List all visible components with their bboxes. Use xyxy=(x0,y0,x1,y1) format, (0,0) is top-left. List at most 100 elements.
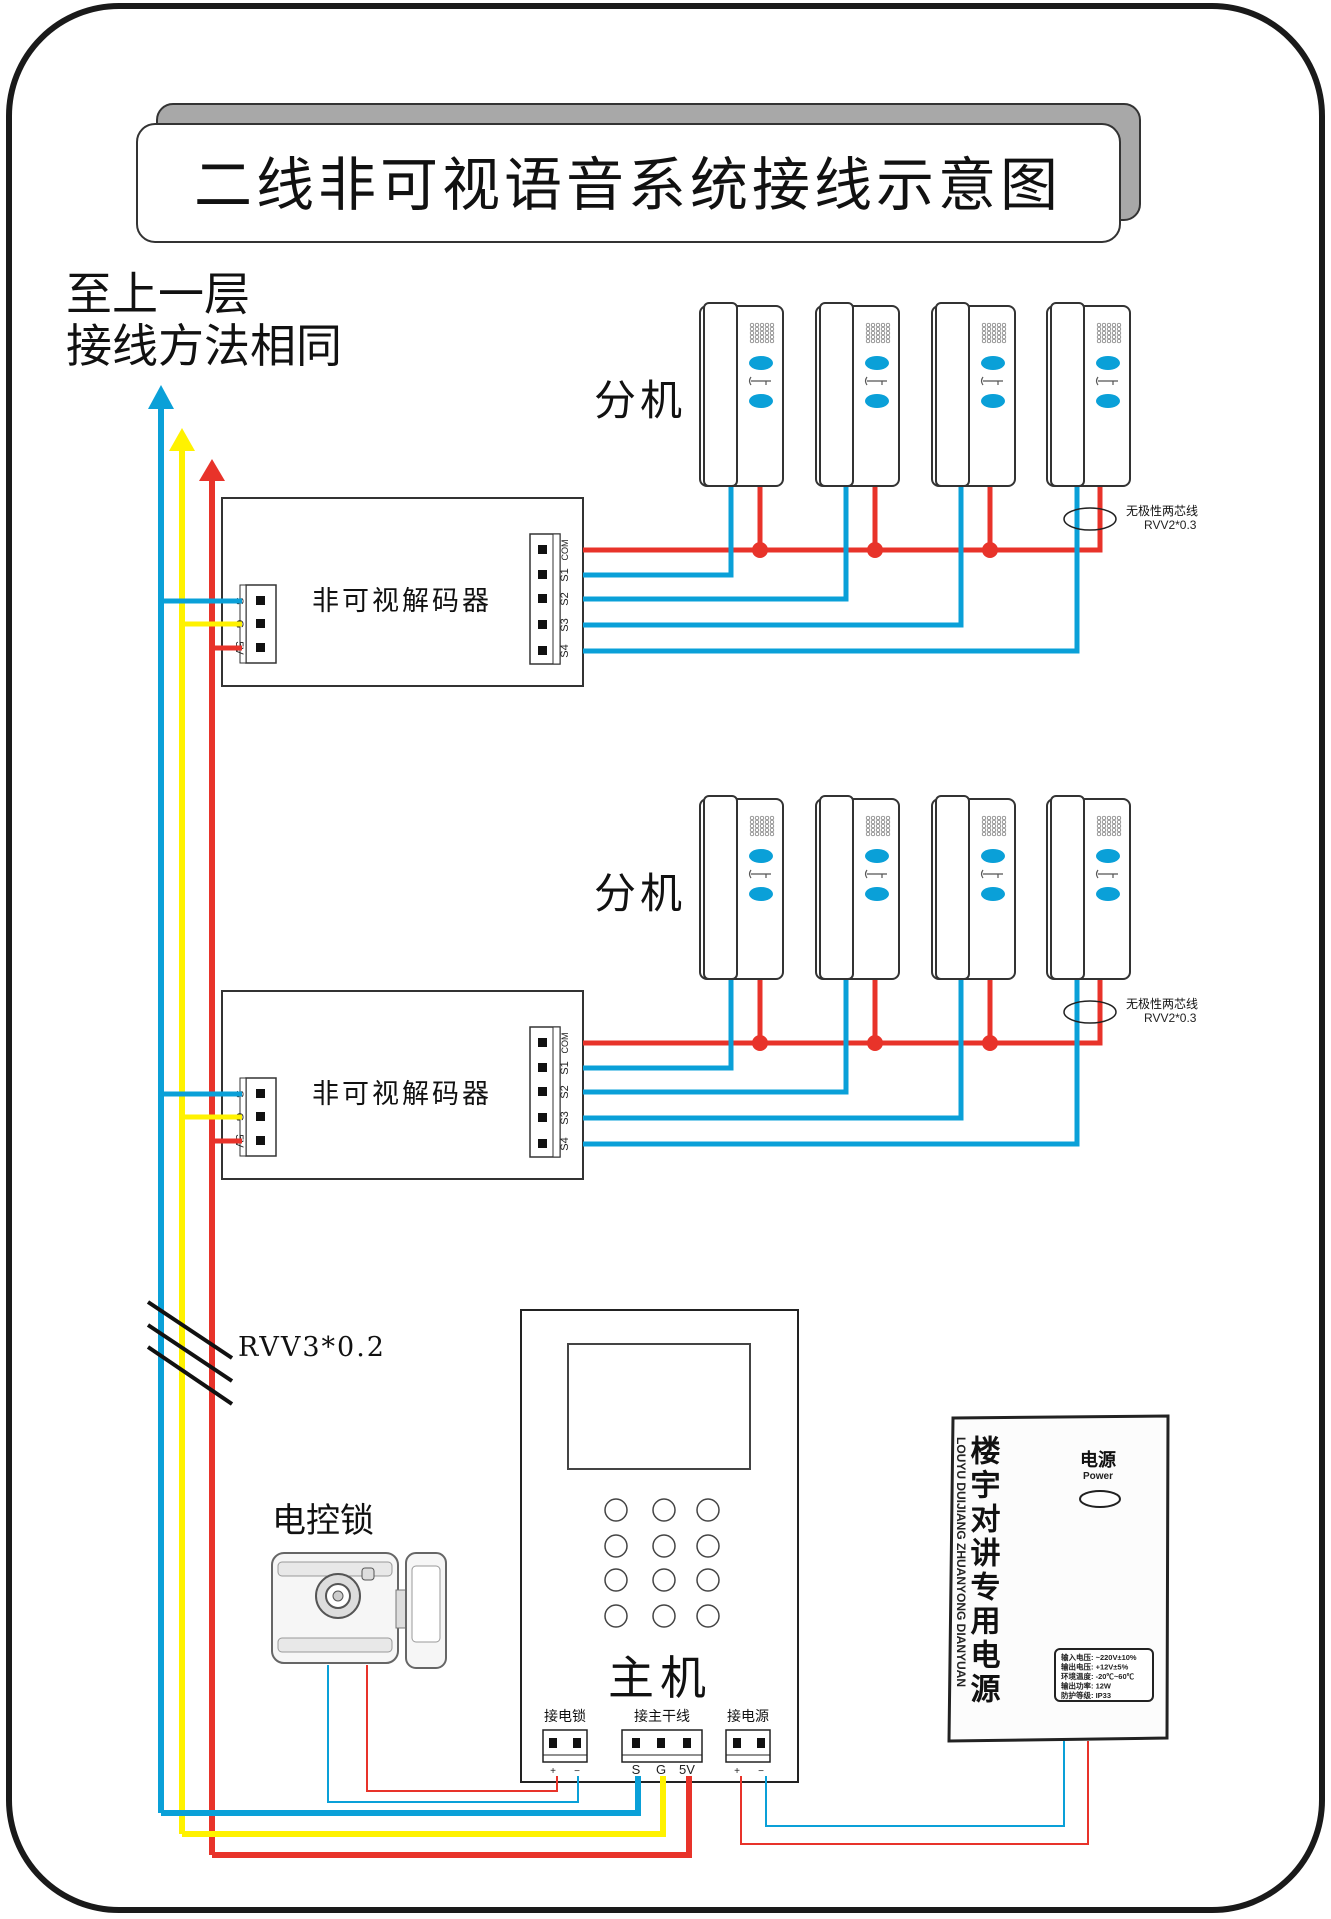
speaker-grille-icon xyxy=(1101,338,1107,344)
keypad-key[interactable] xyxy=(604,1534,628,1558)
cable-note-spec: RVV2*0.3 xyxy=(1144,518,1197,532)
speaker-grille-icon xyxy=(1111,334,1117,340)
talk-button xyxy=(981,887,1005,901)
keypad-key[interactable] xyxy=(696,1568,720,1592)
lock-label: 电控锁 xyxy=(272,1501,374,1541)
speaker-grille-icon xyxy=(991,322,997,328)
arrow-up-icon xyxy=(199,459,225,481)
mainline-wire-5v xyxy=(212,1776,692,1858)
speaker-grille-icon xyxy=(1106,819,1112,825)
keypad-key[interactable] xyxy=(604,1568,628,1592)
speaker-grille-icon xyxy=(870,334,876,340)
speaker-grille-icon xyxy=(1106,831,1112,837)
main-unit-terminal: 接电源+− xyxy=(725,1708,771,1777)
power-supply: 电源 Power 楼宇对讲专用电源 LOUYU DUIJIANG ZHUANYO… xyxy=(947,1414,1170,1743)
speaker-grille-icon xyxy=(1116,831,1122,837)
terminal-label: 接电锁 xyxy=(544,1708,586,1725)
speaker-grille-icon xyxy=(769,827,775,833)
speaker-grille-icon xyxy=(1001,831,1007,837)
output-pin-label: COM xyxy=(560,1033,570,1054)
terminal-pin xyxy=(538,545,547,554)
speaker-grille-icon xyxy=(769,338,775,344)
arrow-up-icon xyxy=(148,385,174,409)
power-vertical-cn: 楼宇对讲专用电源 xyxy=(965,1435,1001,1707)
junction-dot xyxy=(982,1035,998,1051)
signal-wire xyxy=(583,980,849,1095)
speaker-grille-icon xyxy=(1096,334,1102,340)
receiver xyxy=(1050,795,1085,980)
speaker-grille-icon xyxy=(996,322,1002,328)
signal-wire xyxy=(583,487,964,628)
terminal-pin-label: S xyxy=(632,1762,641,1777)
keypad-key[interactable] xyxy=(604,1498,628,1522)
keypad-key[interactable] xyxy=(652,1534,676,1558)
main-unit-display xyxy=(567,1343,751,1470)
trunk-cable-marker: RVV3*0.2 xyxy=(146,1300,384,1406)
speaker-grille-icon xyxy=(1101,334,1107,340)
speaker-grille-icon xyxy=(749,815,755,821)
extension-group-label: 分机 xyxy=(594,869,686,918)
speaker-grille-icon xyxy=(764,815,770,821)
output-pin-label: S3 xyxy=(559,618,571,631)
speaker-grille-icon xyxy=(1001,815,1007,821)
speaker-grille-icon xyxy=(1106,815,1112,821)
keypad-key[interactable] xyxy=(696,1604,720,1628)
speaker-grille-icon xyxy=(1101,330,1107,336)
signal-wire xyxy=(583,487,734,578)
key-icon xyxy=(864,869,887,879)
speaker-grille-icon xyxy=(981,827,987,833)
keypad-key[interactable] xyxy=(652,1498,676,1522)
upper-floor-note-line2: 接线方法相同 xyxy=(66,319,342,373)
speaker-grille-icon xyxy=(1111,819,1117,825)
speaker-grille-icon xyxy=(981,322,987,328)
terminal-pin xyxy=(256,1089,265,1098)
keypad-key[interactable] xyxy=(652,1568,676,1592)
power-title-cn: 电源 xyxy=(1080,1449,1116,1471)
speaker-grille-icon xyxy=(1106,330,1112,336)
speaker-grille-icon xyxy=(996,831,1002,837)
speaker-grille-icon xyxy=(875,815,881,821)
lock-wire-minus xyxy=(327,1665,579,1803)
speaker-grille-icon xyxy=(991,326,997,332)
speaker-grille-icon xyxy=(986,338,992,344)
terminal-pin xyxy=(632,1738,640,1748)
talk-button xyxy=(1096,394,1120,408)
keypad-key[interactable] xyxy=(652,1604,676,1628)
receiver xyxy=(935,795,970,980)
decoder-label: 非可视解码器 xyxy=(312,1079,492,1110)
speaker-grille-icon xyxy=(754,338,760,344)
speaker-grille-icon xyxy=(875,338,881,344)
speaker-grille-icon xyxy=(880,831,886,837)
output-pin-label: S1 xyxy=(559,1061,571,1074)
terminal-pin xyxy=(549,1738,557,1748)
speaker-grille-icon xyxy=(880,338,886,344)
speaker-grille-icon xyxy=(759,330,765,336)
output-pin-label: S4 xyxy=(559,644,571,657)
speaker-grille-icon xyxy=(870,322,876,328)
keypad-key[interactable] xyxy=(604,1604,628,1628)
title-box xyxy=(136,123,1121,243)
handset xyxy=(815,795,900,980)
keypad-key[interactable] xyxy=(696,1534,720,1558)
speaker-grille-icon xyxy=(875,326,881,332)
speaker-grille-icon xyxy=(885,330,891,336)
cable-note-type: 无极性两芯线 xyxy=(1126,504,1198,518)
speaker-grille-icon xyxy=(991,827,997,833)
power-vertical-en: LOUYU DUIJIANG ZHUANYONG DIANYUAN xyxy=(954,1437,968,1687)
call-button xyxy=(749,849,773,863)
speaker-grille-icon xyxy=(764,338,770,344)
speaker-grille-icon xyxy=(991,338,997,344)
speaker-grille-icon xyxy=(996,330,1002,336)
speaker-grille-icon xyxy=(1116,815,1122,821)
output-pin-label: COM xyxy=(560,540,570,561)
speaker-grille-icon xyxy=(986,330,992,336)
call-button xyxy=(981,849,1005,863)
speaker-grille-icon xyxy=(769,823,775,829)
speaker-grille-icon xyxy=(1106,334,1112,340)
speaker-grille-icon xyxy=(749,322,755,328)
call-button xyxy=(1096,849,1120,863)
speaker-grille-icon xyxy=(754,823,760,829)
keypad-key[interactable] xyxy=(696,1498,720,1522)
